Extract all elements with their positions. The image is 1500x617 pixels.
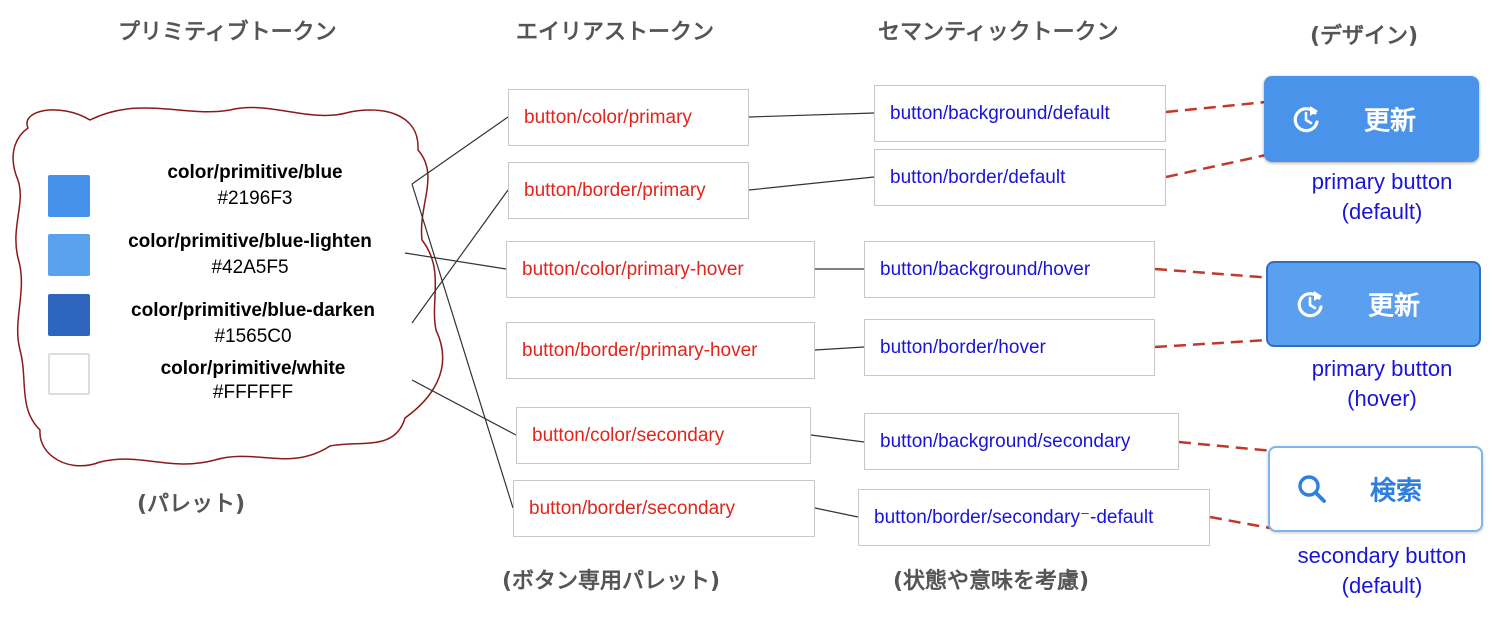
primitive-hex: #1565C0	[214, 326, 292, 347]
primitive-hex: #2196F3	[217, 188, 293, 209]
caption-line: (hover)	[1347, 386, 1417, 411]
link-lighten-to-color-primary-hover	[404, 252, 507, 270]
semantic-token-box: button/background/default	[874, 85, 1166, 142]
alias-token-box: button/border/primary-hover	[506, 322, 815, 379]
link-blue-to-color-primary	[411, 116, 509, 185]
button-label: 更新	[1364, 106, 1417, 137]
link-border-primary-hover-to-border-hover	[814, 346, 865, 351]
heading-alias-tokens: エイリアストークン	[516, 20, 715, 45]
button-caption: primary button (hover)	[1262, 354, 1500, 414]
alias-token-box: button/color/primary-hover	[506, 241, 815, 298]
swatch-blue	[48, 175, 90, 217]
search-icon	[1298, 475, 1326, 503]
button-label: 検索	[1370, 476, 1423, 507]
primitive-hex: #FFFFFF	[212, 382, 294, 403]
link-color-secondary-to-bg-secondary	[810, 434, 865, 443]
primitive-name: color/primitive/blue	[167, 162, 343, 183]
primitive-name: color/primitive/white	[160, 358, 346, 379]
semantic-token-box: button/border/default	[874, 149, 1166, 206]
caption-line: (default)	[1341, 199, 1423, 224]
semantic-token-box: button/border/hover	[864, 319, 1155, 376]
heading-primitive-tokens: プリミティブトークン	[118, 20, 337, 45]
primary-button-default[interactable]: 更新	[1264, 76, 1479, 162]
semantic-token-box: button/border/secondary⁻-default	[858, 489, 1210, 546]
semantic-token-box: button/background/secondary	[864, 413, 1179, 470]
heading-semantic-tokens: セマンティックトークン	[878, 20, 1119, 45]
caption-line: primary button	[1311, 356, 1453, 381]
alias-token-box: button/border/primary	[508, 162, 749, 219]
caption-line: secondary button	[1297, 543, 1467, 568]
button-caption: primary button (default)	[1262, 167, 1500, 227]
primitive-name: color/primitive/blue-darken	[131, 300, 375, 321]
link-border-secondary-to-border-secondary-default	[814, 507, 859, 518]
caption-button-palette: (ボタン専用パレット)	[502, 569, 721, 594]
swatch-blue-lighten	[48, 234, 90, 276]
primitive-name: color/primitive/blue-lighten	[128, 231, 372, 252]
alias-token-box: button/color/primary	[508, 89, 749, 146]
dash-border-hover-to-hover	[1154, 338, 1269, 349]
link-darken-to-border-primary	[411, 189, 509, 324]
primary-button-hover[interactable]: 更新	[1266, 261, 1481, 347]
swatch-white	[48, 353, 90, 395]
secondary-button-default[interactable]: 検索	[1268, 446, 1483, 532]
dash-border-secondary-default-to-secondary	[1209, 515, 1271, 530]
link-color-primary-to-bg-default	[748, 112, 875, 118]
palette-outline	[12, 106, 444, 467]
dash-border-default-to-primary	[1165, 153, 1267, 179]
refresh-icon	[1297, 291, 1323, 318]
link-border-primary-to-border-default	[748, 176, 875, 191]
link-blue-to-border-secondary	[411, 183, 514, 509]
caption-line: primary button	[1311, 169, 1453, 194]
caption-palette: (パレット)	[137, 492, 246, 517]
refresh-icon	[1293, 106, 1319, 133]
alias-token-box: button/color/secondary	[516, 407, 811, 464]
caption-state-meaning: (状態や意味を考慮)	[893, 569, 1090, 594]
semantic-token-box: button/background/hover	[864, 241, 1155, 298]
primitive-hex: #42A5F5	[211, 257, 289, 278]
link-white-to-color-secondary	[411, 379, 517, 436]
button-caption: secondary button (default)	[1262, 541, 1500, 601]
alias-token-box: button/border/secondary	[513, 480, 815, 537]
button-label: 更新	[1368, 291, 1421, 322]
swatch-blue-darken	[48, 294, 90, 336]
caption-line: (default)	[1341, 573, 1423, 598]
heading-design: (デザイン)	[1310, 24, 1419, 49]
